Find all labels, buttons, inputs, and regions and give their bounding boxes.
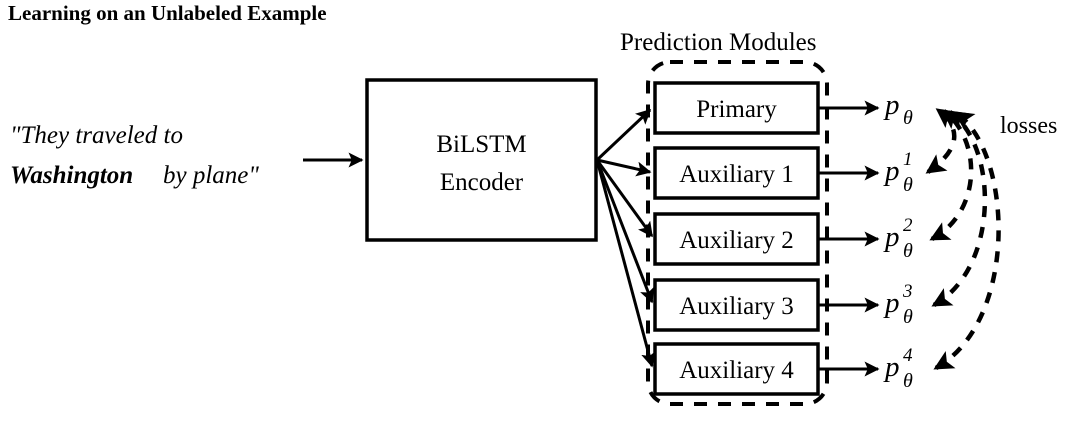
input-sentence-line1: "They traveled to [10,122,183,149]
output-sub-0: θ [903,107,913,129]
encoder-to-module-arrow-4 [595,159,656,368]
encoder-to-module-arrow-3 [595,159,655,304]
encoder-label-line1: BiLSTM [436,131,526,158]
output-sub-4: θ [903,370,913,392]
module-label-primary: Primary [696,96,777,123]
prediction-modules-label: Prediction Modules [620,29,817,56]
output-symbol-0: p θ [883,89,913,129]
module-label-auxiliary-2: Auxiliary 2 [679,227,794,254]
loss-curve-3 [931,110,988,307]
loss-curve-4 [933,111,1001,370]
input-sentence-entity: Washington [10,162,133,189]
output-sup-1: 1 [903,149,913,170]
output-sub-2: θ [903,240,913,262]
output-symbol-2: p 2 θ [883,215,913,262]
output-sup-4: 4 [903,345,913,366]
module-box-auxiliary-1[interactable] [653,146,820,200]
module-label-auxiliary-4: Auxiliary 4 [679,357,794,384]
output-sup-2: 2 [903,215,913,236]
encoder-to-module-arrow-1 [596,158,652,177]
output-symbol-1: p 1 θ [883,149,913,196]
output-base-4: p [883,351,900,383]
encoder-to-module-arrow-2 [595,159,654,238]
output-sub-3: θ [903,306,913,328]
encoder-label-line2: Encoder [440,169,524,196]
module-box-primary[interactable] [653,81,820,135]
bilstm-encoder-box [365,78,598,242]
loss-curve-1 [925,108,958,174]
output-base-0: p [883,89,900,121]
output-symbol-3: p 3 θ [883,281,913,328]
module-label-auxiliary-3: Auxiliary 3 [679,293,794,320]
losses-label: losses [1000,113,1057,139]
output-base-3: p [883,287,900,319]
input-sentence-line2-rest: by plane" [163,162,259,189]
output-base-1: p [883,155,900,187]
output-symbol-4: p 4 θ [883,345,913,392]
page-title: Learning on an Unlabeled Example [8,1,327,25]
output-sup-3: 3 [902,281,913,302]
module-label-auxiliary-1: Auxiliary 1 [679,161,794,188]
module-box-auxiliary-2[interactable] [653,212,820,266]
output-sub-1: θ [903,174,913,196]
output-base-2: p [883,221,900,253]
encoder-to-module-arrow-0 [595,108,652,162]
